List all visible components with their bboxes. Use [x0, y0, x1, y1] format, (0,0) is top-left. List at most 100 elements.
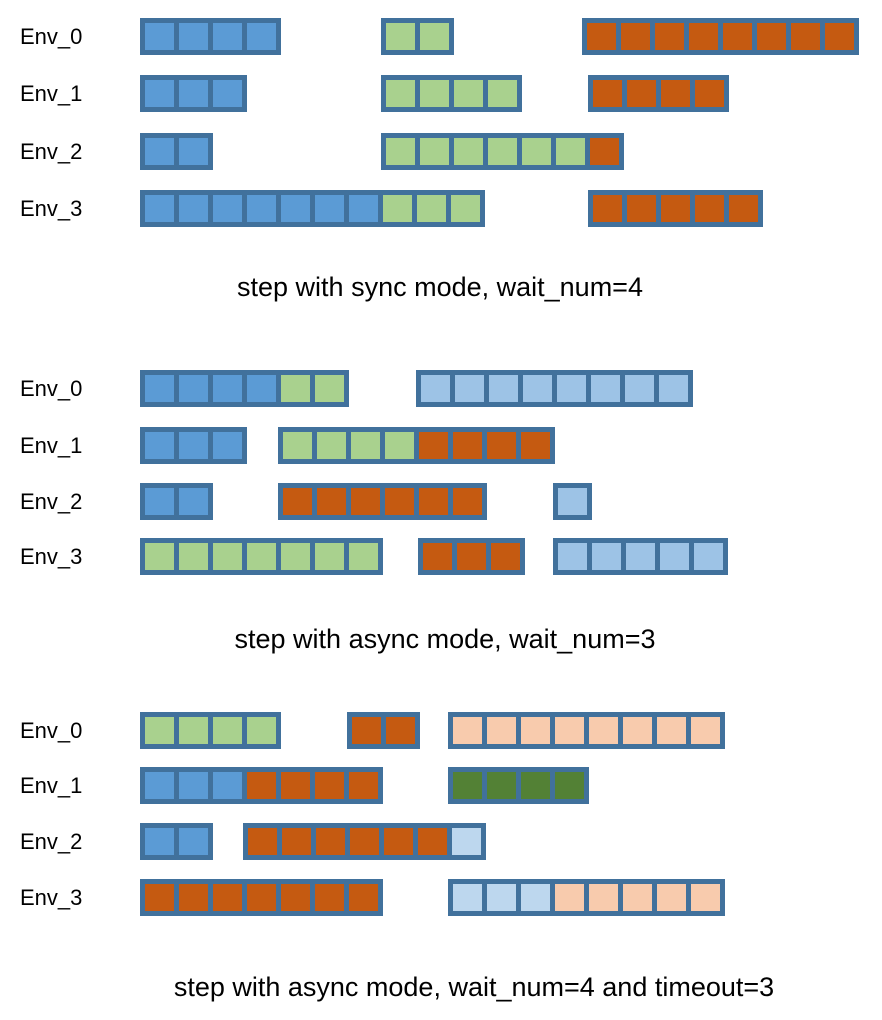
- step-block: [416, 370, 693, 407]
- step-cell-blue: [179, 488, 208, 515]
- step-cell-orange: [248, 828, 277, 855]
- step-cell-light-blue: [592, 543, 621, 570]
- step-cell-orange: [453, 432, 482, 459]
- env-label: Env_3: [20, 195, 83, 221]
- step-cell-orange: [281, 772, 310, 799]
- env-label: Env_3: [20, 884, 83, 910]
- step-cell-peach: [453, 717, 482, 744]
- step-cell-blue: [145, 432, 174, 459]
- step-cell-green: [283, 432, 312, 459]
- step-block: [140, 190, 485, 227]
- panel-caption: step with async mode, wait_num=4 and tim…: [173, 972, 775, 1002]
- timeline-row: Env_2: [0, 133, 882, 170]
- step-cell-green: [281, 375, 310, 402]
- step-cell-orange: [627, 195, 656, 222]
- timeline-row: Env_3: [0, 538, 882, 575]
- step-cell-green: [386, 23, 415, 50]
- step-cell-light-blue: [489, 375, 518, 402]
- step-cell-orange: [247, 884, 276, 911]
- step-cell-orange: [386, 717, 415, 744]
- step-cell-light-blue: [591, 375, 620, 402]
- step-cell-pale-blue: [452, 828, 481, 855]
- step-cell-green: [417, 195, 446, 222]
- timeline-row: Env_3: [0, 879, 882, 916]
- step-cell-orange: [423, 543, 452, 570]
- step-cell-blue: [213, 23, 242, 50]
- step-cell-blue: [145, 772, 174, 799]
- step-cell-blue: [213, 772, 242, 799]
- step-cell-orange: [757, 23, 786, 50]
- step-cell-blue: [145, 828, 174, 855]
- step-cell-orange: [695, 195, 724, 222]
- step-cell-green: [420, 80, 449, 107]
- step-cell-orange: [655, 23, 684, 50]
- step-block: [553, 538, 728, 575]
- step-block: [140, 133, 213, 170]
- step-cell-dark-green: [487, 772, 516, 799]
- step-block: [278, 483, 487, 520]
- panel-caption: step with async mode, wait_num=3: [234, 624, 656, 654]
- step-cell-blue: [145, 138, 174, 165]
- step-cell-light-blue: [523, 375, 552, 402]
- timeline-row: Env_2: [0, 483, 882, 520]
- step-cell-orange: [689, 23, 718, 50]
- step-cell-pale-blue: [521, 884, 550, 911]
- step-cell-green: [386, 80, 415, 107]
- step-cell-peach: [555, 717, 584, 744]
- step-cell-orange: [521, 432, 550, 459]
- step-cell-blue: [213, 432, 242, 459]
- step-cell-orange: [453, 488, 482, 515]
- step-cell-orange: [825, 23, 854, 50]
- step-cell-orange: [418, 828, 447, 855]
- step-cell-blue: [179, 195, 208, 222]
- step-block: [140, 370, 349, 407]
- step-cell-orange: [352, 717, 381, 744]
- step-cell-orange: [351, 488, 380, 515]
- step-cell-orange: [729, 195, 758, 222]
- step-cell-orange: [315, 884, 344, 911]
- step-cell-orange: [315, 772, 344, 799]
- step-cell-orange: [723, 23, 752, 50]
- step-cell-green: [488, 138, 517, 165]
- env-label: Env_0: [20, 375, 83, 401]
- step-cell-peach: [657, 717, 686, 744]
- env-label: Env_2: [20, 828, 83, 854]
- step-cell-green: [179, 717, 208, 744]
- step-block: [140, 75, 247, 112]
- step-cell-light-blue: [626, 543, 655, 570]
- env-label: Env_2: [20, 138, 83, 164]
- step-cell-light-blue: [455, 375, 484, 402]
- step-cell-pale-blue: [487, 884, 516, 911]
- step-cell-green: [351, 432, 380, 459]
- step-cell-orange: [661, 80, 690, 107]
- step-cell-green: [179, 543, 208, 570]
- step-cell-green: [349, 543, 378, 570]
- env-label: Env_2: [20, 488, 83, 514]
- step-cell-peach: [487, 717, 516, 744]
- step-block: [140, 538, 383, 575]
- step-cell-dark-green: [555, 772, 584, 799]
- step-cell-blue: [315, 195, 344, 222]
- step-cell-green: [454, 80, 483, 107]
- step-cell-blue: [145, 375, 174, 402]
- timeline-row: Env_2: [0, 823, 882, 860]
- step-cell-orange: [179, 884, 208, 911]
- step-cell-blue: [145, 195, 174, 222]
- step-cell-orange: [627, 80, 656, 107]
- step-cell-dark-green: [521, 772, 550, 799]
- step-cell-blue: [145, 23, 174, 50]
- step-block: [278, 427, 555, 464]
- step-cell-orange: [316, 828, 345, 855]
- step-block: [140, 712, 281, 749]
- step-cell-peach: [657, 884, 686, 911]
- step-block: [448, 712, 725, 749]
- step-cell-orange: [661, 195, 690, 222]
- step-cell-green: [213, 717, 242, 744]
- step-block: [381, 133, 624, 170]
- step-cell-orange: [621, 23, 650, 50]
- step-cell-dark-green: [453, 772, 482, 799]
- step-cell-orange: [457, 543, 486, 570]
- step-cell-peach: [589, 884, 618, 911]
- step-cell-orange: [145, 884, 174, 911]
